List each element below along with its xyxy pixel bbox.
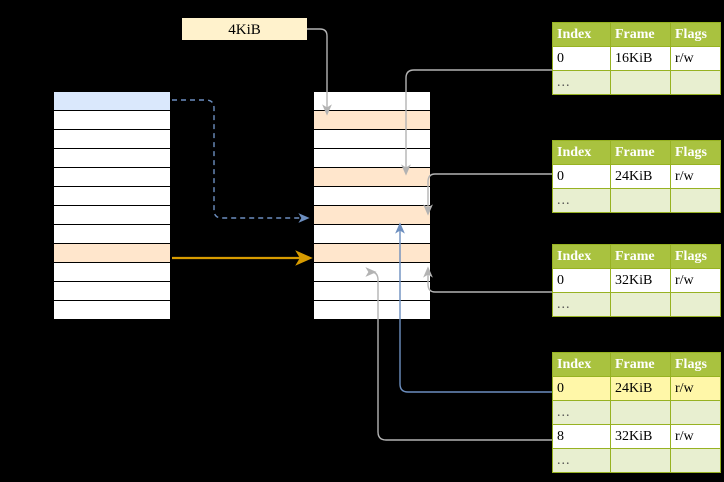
table-4-r3-frame xyxy=(610,448,671,473)
physical-cell-11 xyxy=(313,300,431,320)
table-4-r3-index: ... xyxy=(552,448,611,473)
physical-cell-10 xyxy=(313,281,431,301)
table-row: 0 16KiB r/w xyxy=(552,46,721,71)
table-4-header-flags: Flags xyxy=(670,352,721,377)
table-4-r0-frame: 24KiB xyxy=(610,376,671,401)
table-2-r1-flags xyxy=(670,188,721,213)
table-1-header-index: Index xyxy=(552,22,611,47)
table-2-r0-flags: r/w xyxy=(670,164,721,189)
table-row: 0 24KiB r/w xyxy=(552,164,721,189)
table-1-r0-index: 0 xyxy=(552,46,611,71)
table-3-header-index: Index xyxy=(552,244,611,269)
table-row: 8 32KiB r/w xyxy=(552,424,721,449)
table-3-header-frame: Frame xyxy=(610,244,671,269)
virtual-cell-4 xyxy=(53,167,171,187)
page-table-3: Index Frame Flags 0 32KiB r/w ... xyxy=(552,244,721,317)
table-1-r1-frame xyxy=(610,70,671,95)
physical-cell-9 xyxy=(313,262,431,282)
table-4-r0-flags: r/w xyxy=(670,376,721,401)
table-2-header-flags: Flags xyxy=(670,140,721,165)
table-2-r1-index: ... xyxy=(552,188,611,213)
table-4-r3-flags xyxy=(670,448,721,473)
table-3-header-flags: Flags xyxy=(670,244,721,269)
page-size-label-box: 4KiB xyxy=(182,18,307,40)
table-4-r2-flags: r/w xyxy=(670,424,721,449)
virtual-cell-9 xyxy=(53,262,171,282)
physical-cell-1 xyxy=(313,110,431,130)
table-row: ... xyxy=(552,188,721,213)
virtual-cell-8 xyxy=(53,243,171,263)
table-4-r1-index: ... xyxy=(552,400,611,425)
virtual-cell-2 xyxy=(53,129,171,149)
physical-cell-2 xyxy=(313,129,431,149)
table-4-header-frame: Frame xyxy=(610,352,671,377)
table-1-r0-frame: 16KiB xyxy=(610,46,671,71)
page-table-2: Index Frame Flags 0 24KiB r/w ... xyxy=(552,140,721,213)
table-4-r2-frame: 32KiB xyxy=(610,424,671,449)
virtual-cell-1 xyxy=(53,110,171,130)
table-3-r0-frame: 32KiB xyxy=(610,268,671,293)
table-row: ... xyxy=(552,400,721,425)
table-3-r1-index: ... xyxy=(552,292,611,317)
table-row: 0 32KiB r/w xyxy=(552,268,721,293)
table-2-header-frame: Frame xyxy=(610,140,671,165)
table-4-r1-flags xyxy=(670,400,721,425)
table-3-r1-flags xyxy=(670,292,721,317)
table-1-header-frame: Frame xyxy=(610,22,671,47)
table-1-header-flags: Flags xyxy=(670,22,721,47)
virtual-cell-7 xyxy=(53,224,171,244)
virtual-cell-3 xyxy=(53,148,171,168)
physical-cell-3 xyxy=(313,148,431,168)
virtual-cell-5 xyxy=(53,186,171,206)
physical-memory-column xyxy=(312,90,432,321)
table-row: ... xyxy=(552,292,721,317)
table-4-header-index: Index xyxy=(552,352,611,377)
table-1-r1-flags xyxy=(670,70,721,95)
table-row: ... xyxy=(552,70,721,95)
table-1-r0-flags: r/w xyxy=(670,46,721,71)
table-row: 0 24KiB r/w xyxy=(552,376,721,401)
table-4-r2-index: 8 xyxy=(552,424,611,449)
physical-cell-0 xyxy=(313,91,431,111)
table-3-r0-flags: r/w xyxy=(670,268,721,293)
table-4-r0-index: 0 xyxy=(552,376,611,401)
wire-table2-to-physical xyxy=(423,173,552,216)
virtual-cell-6 xyxy=(53,205,171,225)
wire-table3-to-physical xyxy=(423,266,552,293)
table-2-r0-frame: 24KiB xyxy=(610,164,671,189)
table-2-r1-frame xyxy=(610,188,671,213)
page-size-label-text: 4KiB xyxy=(228,22,261,38)
physical-cell-7 xyxy=(313,224,431,244)
table-1-r1-index: ... xyxy=(552,70,611,95)
table-2-r0-index: 0 xyxy=(552,164,611,189)
table-4-r1-frame xyxy=(610,400,671,425)
virtual-cell-11 xyxy=(53,300,171,320)
table-row: ... xyxy=(552,448,721,473)
physical-cell-5 xyxy=(313,186,431,206)
physical-cell-8 xyxy=(313,243,431,263)
physical-cell-6 xyxy=(313,205,431,225)
page-table-1: Index Frame Flags 0 16KiB r/w ... xyxy=(552,22,721,95)
virtual-cell-0 xyxy=(53,91,171,111)
physical-cell-4 xyxy=(313,167,431,187)
table-3-r1-frame xyxy=(610,292,671,317)
page-table-4: Index Frame Flags 0 24KiB r/w ... 8 32Ki… xyxy=(552,352,721,473)
table-2-header-index: Index xyxy=(552,140,611,165)
virtual-cell-10 xyxy=(53,281,171,301)
table-3-r0-index: 0 xyxy=(552,268,611,293)
wire-virtual-blue-to-physical xyxy=(172,99,310,223)
virtual-address-column xyxy=(52,90,172,321)
